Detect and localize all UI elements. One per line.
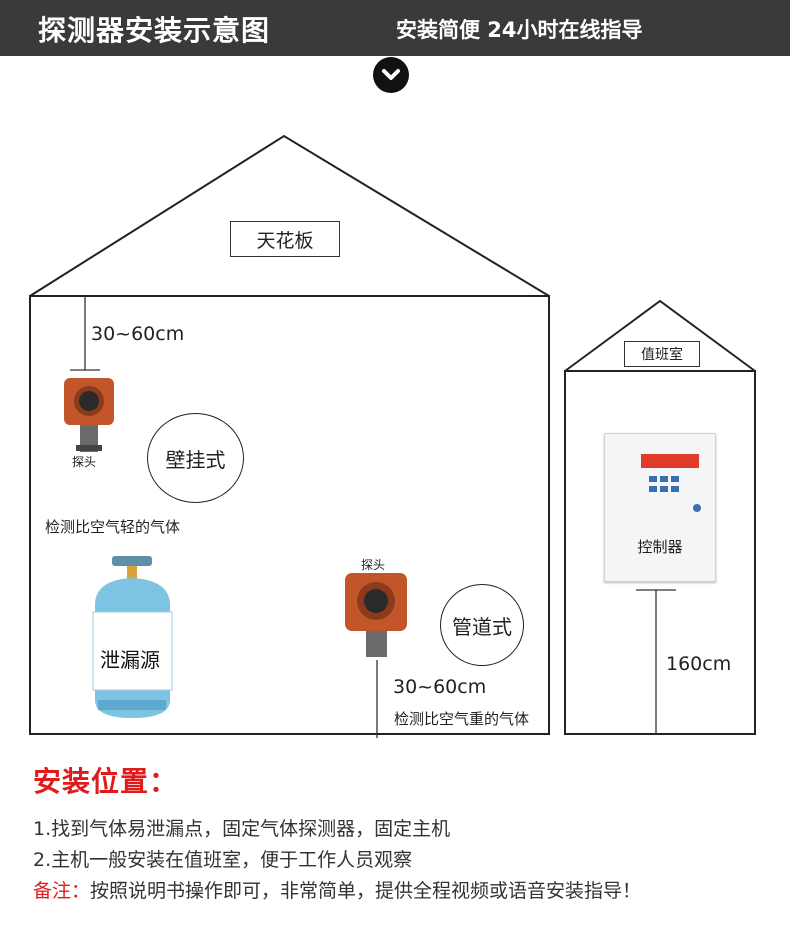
duty-room-label: 值班室 [624, 341, 700, 367]
wall-probe-icon [64, 378, 114, 452]
controller-label: 控制器 [637, 538, 683, 556]
header-bar: 探测器安装示意图 安装简便 24小时在线指导 [0, 0, 790, 56]
ceiling-distance-label: 30~60cm [91, 323, 185, 345]
floor-distance-label: 30~60cm [393, 676, 487, 698]
heavy-gas-note: 检测比空气重的气体 [394, 710, 530, 728]
note-text: 按照说明书操作即可，非常简单，提供全程视频或语音安装指导！ [90, 880, 642, 902]
install-step-2: 2.主机一般安装在值班室，便于工作人员观察 [33, 849, 413, 871]
controller-unit: 控制器 [604, 433, 716, 582]
pipe-probe-label: 探头 [361, 558, 386, 572]
chevron-down-icon[interactable] [373, 57, 409, 93]
install-note: 备注：按照说明书操作即可，非常简单，提供全程视频或语音安装指导！ [33, 876, 641, 903]
install-step-1: 1.找到气体易泄漏点，固定气体探测器，固定主机 [33, 818, 451, 840]
leak-source-label: 泄漏源 [100, 648, 160, 672]
controller-key-icon [693, 504, 701, 512]
ceiling-label: 天花板 [230, 221, 340, 257]
controller-height-label: 160cm [666, 653, 732, 675]
wall-probe-label: 探头 [72, 455, 97, 469]
controller-display [641, 454, 699, 468]
light-gas-note: 检测比空气轻的气体 [45, 518, 181, 536]
pipe-mount-badge: 管道式 [440, 584, 524, 666]
pipe-probe-icon [345, 573, 407, 657]
note-label: 备注： [33, 880, 91, 902]
install-section-title: 安装位置： [33, 765, 179, 798]
wall-mount-badge: 壁挂式 [147, 413, 244, 503]
page-title: 探测器安装示意图 [38, 14, 271, 47]
gas-cylinder-icon [92, 556, 173, 718]
page-subtitle: 安装简便 24小时在线指导 [396, 18, 643, 42]
controller-keypad [649, 476, 679, 492]
